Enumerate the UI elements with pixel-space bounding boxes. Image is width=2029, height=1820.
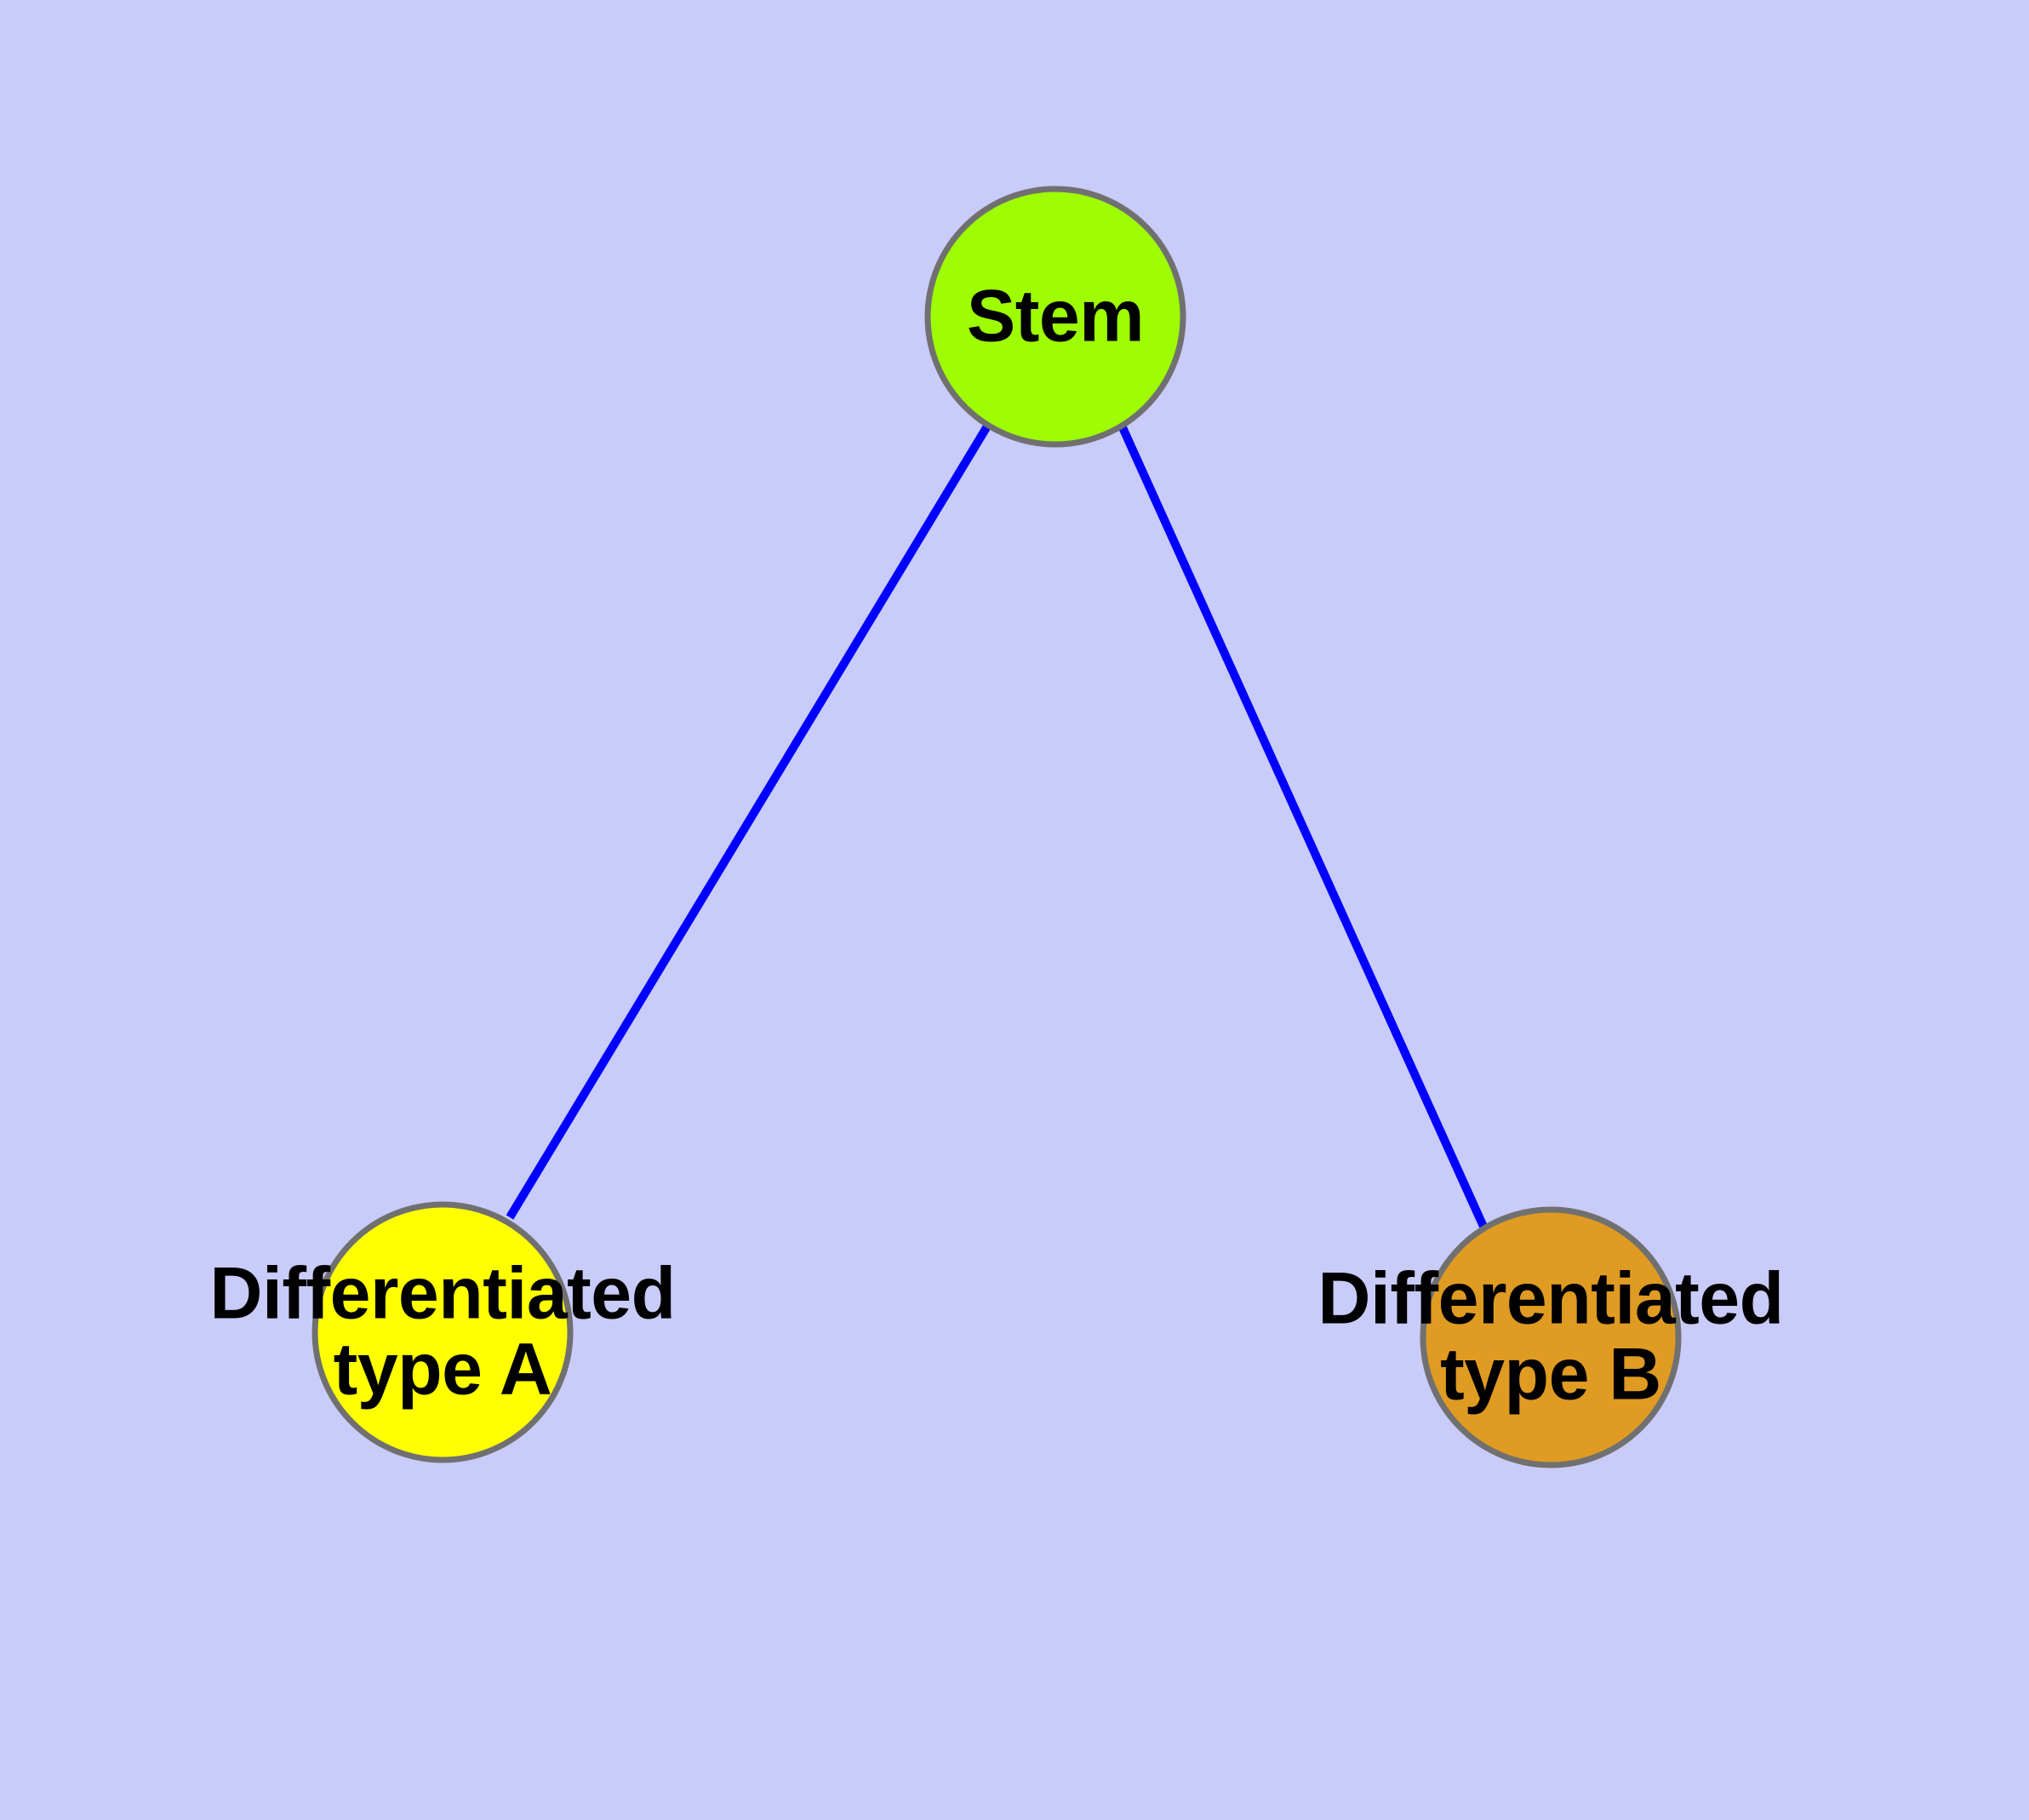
edge-stem-to-differentiated-type-a[interactable] xyxy=(506,422,992,1220)
edge-stem-to-differentiated-type-b[interactable] xyxy=(1117,423,1489,1231)
node-stem[interactable] xyxy=(924,186,1186,448)
node-differentiated-type-a[interactable] xyxy=(311,1201,574,1463)
node-layer xyxy=(311,186,1682,1468)
edge-layer xyxy=(506,422,1489,1231)
node-differentiated-type-b[interactable] xyxy=(1420,1206,1682,1468)
